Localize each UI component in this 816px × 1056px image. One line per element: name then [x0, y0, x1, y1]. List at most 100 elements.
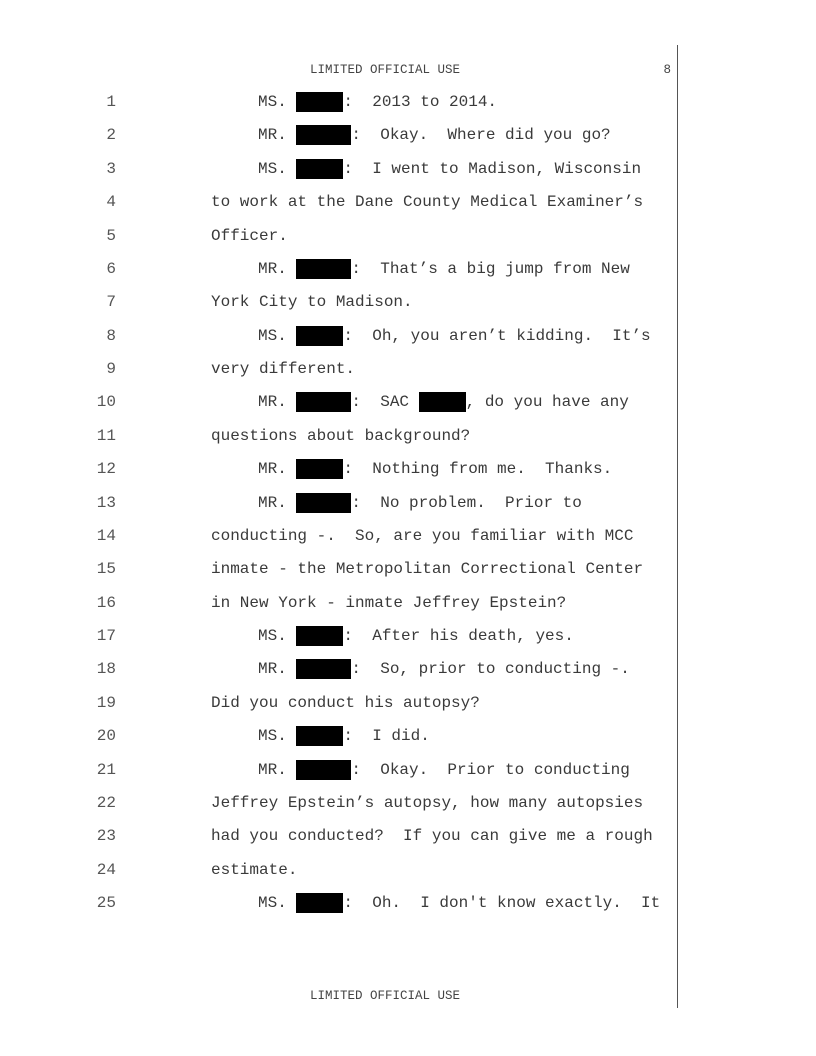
line-number: 17 [96, 627, 116, 645]
text-segment: in New York - inmate Jeffrey Epstein? [211, 593, 567, 612]
line-text: MS. : 2013 to 2014. [258, 92, 497, 112]
text-segment: : Oh, you aren’t kidding. It’s [343, 326, 651, 345]
line-number: 8 [106, 326, 116, 345]
line-text: MS. : Oh. I don't know exactly. It [258, 893, 660, 913]
line-text: MR. : Okay. Prior to conducting [258, 759, 630, 780]
text-segment: : So, prior to conducting -. [351, 660, 630, 679]
line-text: MS. : After his death, yes. [258, 626, 574, 646]
line-text: Did you conduct his autopsy? [211, 693, 480, 713]
text-segment: : After his death, yes. [343, 627, 574, 645]
text-segment: : I went to Madison, Wisconsin [343, 159, 642, 178]
redaction-box [296, 893, 344, 913]
line-text: MS. : Oh, you aren’t kidding. It’s [258, 325, 651, 346]
line-number: 19 [96, 693, 116, 712]
line-number: 11 [96, 426, 116, 445]
line-number: 22 [96, 793, 116, 812]
line-text: MR. : That’s a big jump from New [258, 258, 630, 279]
text-segment: MR. [258, 660, 297, 679]
line-number: 12 [96, 460, 116, 479]
line-number: 9 [106, 360, 116, 378]
redaction-box [418, 392, 466, 413]
redaction-box [296, 726, 344, 747]
line-text: MR. : So, prior to conducting -. [258, 659, 630, 680]
line-text: MR. : No problem. Prior to [258, 492, 582, 513]
text-segment: : Oh. I don't know exactly. It [343, 894, 661, 912]
text-segment: : 2013 to 2014. [343, 93, 498, 111]
text-segment: MR. [258, 460, 297, 479]
line-number: 4 [106, 193, 116, 212]
line-text: MS. : I went to Madison, Wisconsin [258, 158, 642, 179]
line-text: MR. : SAC , do you have any [258, 392, 629, 413]
text-segment: MR. [258, 259, 297, 278]
text-segment: : Okay. Prior to conducting [351, 760, 630, 779]
text-segment: to work at the Dane County Medical Exami… [211, 193, 644, 212]
line-text: to work at the Dane County Medical Exami… [211, 192, 643, 212]
right-margin-rule [677, 45, 678, 1008]
text-segment: MS. [258, 326, 297, 345]
line-number: 6 [106, 259, 116, 278]
page-number: 8 [663, 63, 671, 77]
text-segment: : That’s a big jump from New [351, 259, 630, 278]
redaction-box [296, 392, 352, 413]
redaction-box [296, 492, 352, 513]
text-segment: MS. [258, 627, 297, 645]
redaction-box [296, 659, 352, 680]
line-number: 7 [106, 293, 116, 312]
line-text: estimate. [211, 860, 297, 880]
text-segment: had you conducted? If you can give me a … [211, 827, 653, 846]
text-segment: : No problem. Prior to [351, 493, 582, 512]
line-number: 18 [96, 660, 116, 679]
line-text: MR. : Nothing from me. Thanks. [258, 459, 613, 480]
line-text: had you conducted? If you can give me a … [211, 826, 653, 846]
line-text: questions about background? [211, 426, 470, 446]
redaction-box [296, 626, 344, 646]
line-text: in New York - inmate Jeffrey Epstein? [211, 593, 566, 613]
redaction-box [296, 325, 344, 346]
text-segment: MR. [258, 126, 297, 145]
text-segment: MR. [258, 393, 297, 412]
text-segment: York City to Madison. [211, 293, 413, 312]
text-segment: Did you conduct his autopsy? [211, 693, 480, 712]
redaction-box [296, 759, 352, 780]
line-number: 2 [106, 126, 116, 145]
text-segment: MS. [258, 894, 297, 912]
line-number: 5 [106, 226, 116, 245]
text-segment: estimate. [211, 860, 298, 879]
line-number: 24 [96, 860, 116, 879]
text-segment: : Nothing from me. Thanks. [343, 460, 613, 479]
line-number: 3 [106, 159, 116, 178]
text-segment: MS. [258, 93, 297, 111]
page-footer: LIMITED OFFICIAL USE [309, 989, 461, 1003]
line-number: 25 [96, 894, 116, 912]
line-text: conducting -. So, are you familiar with … [211, 526, 633, 546]
line-text: inmate - the Metropolitan Correctional C… [211, 559, 643, 579]
line-text: Jeffrey Epstein’s autopsy, how many auto… [211, 793, 643, 813]
line-text: very different. [211, 359, 355, 379]
line-number: 14 [96, 526, 116, 545]
redaction-box [296, 158, 344, 179]
line-text: MR. : Okay. Where did you go? [258, 125, 611, 146]
text-segment: MR. [258, 493, 297, 512]
line-number: 16 [96, 593, 116, 612]
line-number: 1 [106, 93, 116, 111]
text-segment: conducting -. So, are you familiar with … [211, 526, 634, 545]
redaction-box [296, 459, 344, 480]
text-segment: MS. [258, 159, 297, 178]
text-segment: : Okay. Where did you go? [351, 126, 611, 145]
line-text: York City to Madison. [211, 292, 413, 312]
line-number: 23 [96, 827, 116, 846]
line-text: Officer. [211, 226, 288, 246]
line-number: 15 [96, 560, 116, 579]
line-number: 20 [96, 727, 116, 746]
text-segment: : I did. [343, 727, 430, 746]
line-number: 10 [96, 393, 116, 412]
text-segment: : SAC [351, 393, 419, 412]
text-segment: MR. [258, 760, 297, 779]
text-segment: Officer. [211, 226, 288, 245]
text-segment: MS. [258, 727, 297, 746]
redaction-box [296, 92, 344, 112]
redaction-box [296, 258, 352, 279]
text-segment: very different. [211, 360, 356, 378]
line-number: 13 [96, 493, 116, 512]
redaction-box [296, 125, 352, 146]
